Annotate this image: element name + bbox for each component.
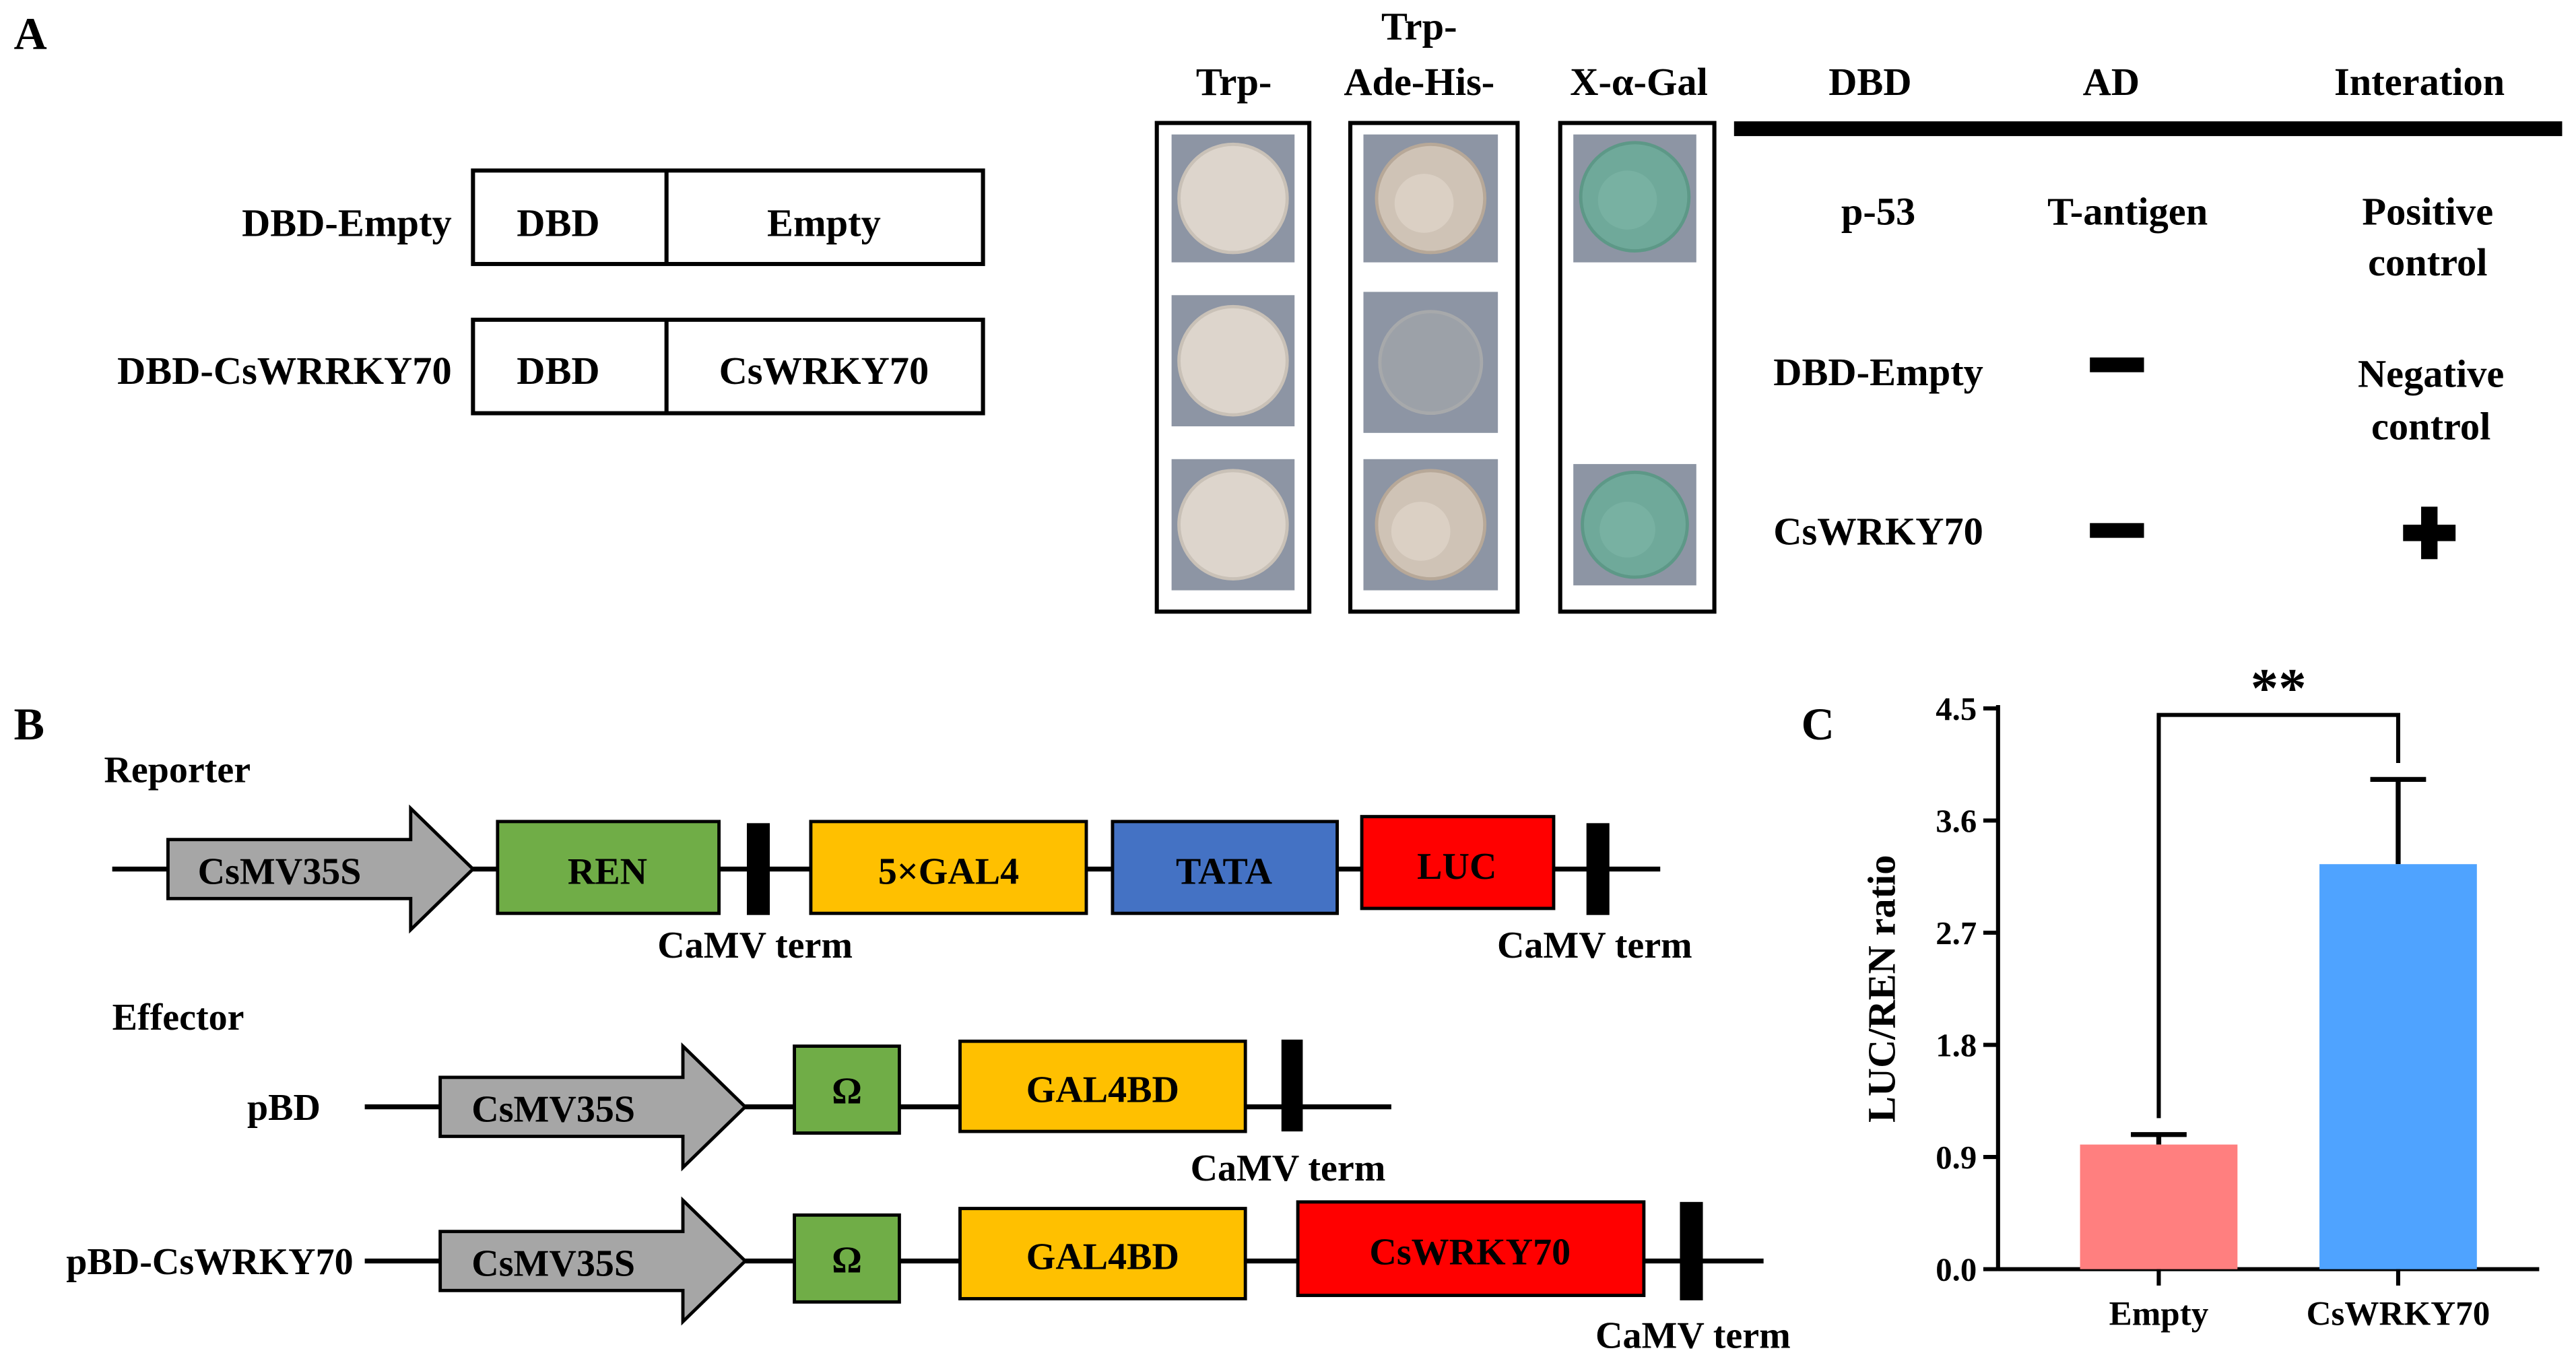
pbd-label: pBD <box>247 1087 321 1129</box>
significance-line <box>2156 712 2400 1119</box>
pbd-promoter-arrow <box>438 1042 748 1172</box>
x-tick-label: Empty <box>2109 1294 2209 1333</box>
y-tick-label: 2.7 <box>1936 915 1977 952</box>
construct-1-box <box>471 168 985 267</box>
pbd-wrky-cswrky70-box <box>1296 1200 1646 1298</box>
reporter-ren-label: REN <box>568 851 647 892</box>
row-1-interaction-line1: Positive <box>2362 190 2493 234</box>
pbd-omega-label: Ω <box>832 1071 862 1113</box>
pbd-promoter-label: CsMV35S <box>471 1088 635 1130</box>
pbd-wrky-cswrky70-label: CsWRKY70 <box>1369 1231 1571 1273</box>
reporter-tata-label: TATA <box>1176 851 1273 892</box>
pbd-wrky-omega-box <box>793 1213 901 1304</box>
effector-label: Effector <box>112 997 244 1038</box>
table-header-rule <box>1733 121 2563 137</box>
media-header-trp-ade-his-line1: Trp- <box>1381 4 1457 48</box>
row-3-dbd: CsWRKY70 <box>1773 509 1983 553</box>
construct-2-dbd: DBD <box>517 349 599 393</box>
reporter-term-1-label: CaMV term <box>657 925 853 966</box>
row-1-interaction-line2: control <box>2368 240 2487 284</box>
pbd-gal4bd-label: GAL4BD <box>1026 1069 1179 1110</box>
pbd-omega-box <box>793 1044 901 1135</box>
row-2-interaction-line2: control <box>2371 405 2490 449</box>
construct-1-dbd: DBD <box>517 201 599 245</box>
panel-b-label: B <box>14 698 44 750</box>
y-tick-label: 0.0 <box>1936 1252 1977 1288</box>
chart-y-ticks: 0.0 0.9 1.8 2.7 3.6 4.5 <box>1936 691 1998 1288</box>
pbd-wrky-term-label: CaMV term <box>1595 1315 1791 1357</box>
plus-icon <box>2403 506 2456 560</box>
panel-a-label: A <box>14 8 47 59</box>
y-tick-label: 3.6 <box>1936 803 1977 839</box>
table-header-interaction: Interation <box>2334 60 2505 104</box>
reporter-promoter-arrow <box>166 804 475 934</box>
x-tick-label: CsWRKY70 <box>2307 1294 2490 1333</box>
significance-label: ** <box>2251 657 2307 719</box>
pbd-gal4bd-box <box>958 1039 1247 1133</box>
pbd-wrky-gal4bd-box <box>958 1207 1247 1300</box>
media-header-x-gal: X-α-Gal <box>1570 60 1708 104</box>
pbd-wrky-omega-label: Ω <box>832 1240 862 1282</box>
table-header-dbd: DBD <box>1828 60 1911 104</box>
table-header-ad: AD <box>2083 60 2140 104</box>
minus-icon <box>2090 357 2144 372</box>
reporter-label: Reporter <box>104 749 251 791</box>
construct-2-name: DBD-CsWRRKY70 <box>117 349 452 393</box>
significance-bracket: ** <box>2156 657 2400 1119</box>
panel-c: C LUC/REN ratio 0.0 0.9 1.8 2.7 3.6 4.5 Empty… <box>1802 657 2540 1333</box>
minus-icon <box>2090 523 2144 538</box>
pbd-term-label: CaMV term <box>1191 1148 1386 1189</box>
row-1-dbd: p-53 <box>1841 190 1915 234</box>
reporter-luc-label: LUC <box>1417 846 1496 888</box>
row-2-dbd: DBD-Empty <box>1773 350 1983 394</box>
reporter-ren-box <box>496 820 721 915</box>
reporter-gal4-box <box>809 820 1088 915</box>
pbd-wrky-promoter-arrow <box>438 1196 748 1326</box>
y-tick-label: 1.8 <box>1936 1028 1977 1064</box>
pbd-wrky-promoter-label: CsMV35S <box>471 1242 635 1284</box>
reporter-promoter-label: CsMV35S <box>198 851 362 892</box>
pbd-wrky-term <box>1680 1201 1703 1300</box>
reporter-gal4-label: 5×GAL4 <box>878 851 1019 892</box>
pbd-wrky-gal4bd-label: GAL4BD <box>1026 1236 1179 1278</box>
row-1-ad: T-antigen <box>2047 190 2208 234</box>
pbd-wrky-label: pBD-CsWRKY70 <box>66 1241 353 1283</box>
media-header-trp: Trp- <box>1196 60 1272 104</box>
reporter-term-2-label: CaMV term <box>1497 925 1692 966</box>
y-tick-label: 4.5 <box>1936 691 1977 727</box>
panel-b: B Reporter CsMV35S REN CaMV term 5×GAL4 … <box>14 698 1791 1356</box>
bar-cswrky70 <box>2319 864 2477 1269</box>
construct-1-insert: Empty <box>767 201 881 245</box>
y-tick-label: 0.9 <box>1936 1139 1977 1176</box>
row-2-interaction-line1: Negative <box>2358 352 2504 396</box>
construct-2-box <box>471 317 985 416</box>
pbd-term <box>1281 1039 1303 1132</box>
panel-a: A DBD-Empty DBD Empty DBD-CsWRRKY70 DBD … <box>14 4 2563 614</box>
construct-2-insert: CsWRKY70 <box>719 349 929 393</box>
media-header-trp-ade-his-line2: Ade-His- <box>1344 60 1494 104</box>
construct-1-name: DBD-Empty <box>242 201 452 245</box>
reporter-term-1 <box>746 823 770 915</box>
chart-bars: Empty CsWRKY70 <box>2080 776 2490 1333</box>
panel-c-label: C <box>1802 698 1835 750</box>
reporter-luc-box <box>1360 815 1556 910</box>
chart-y-axis-label: LUC/REN ratio <box>1859 855 1903 1123</box>
reporter-tata-box <box>1111 820 1339 915</box>
reporter-term-2 <box>1586 823 1610 915</box>
bar-empty <box>2080 1144 2238 1269</box>
